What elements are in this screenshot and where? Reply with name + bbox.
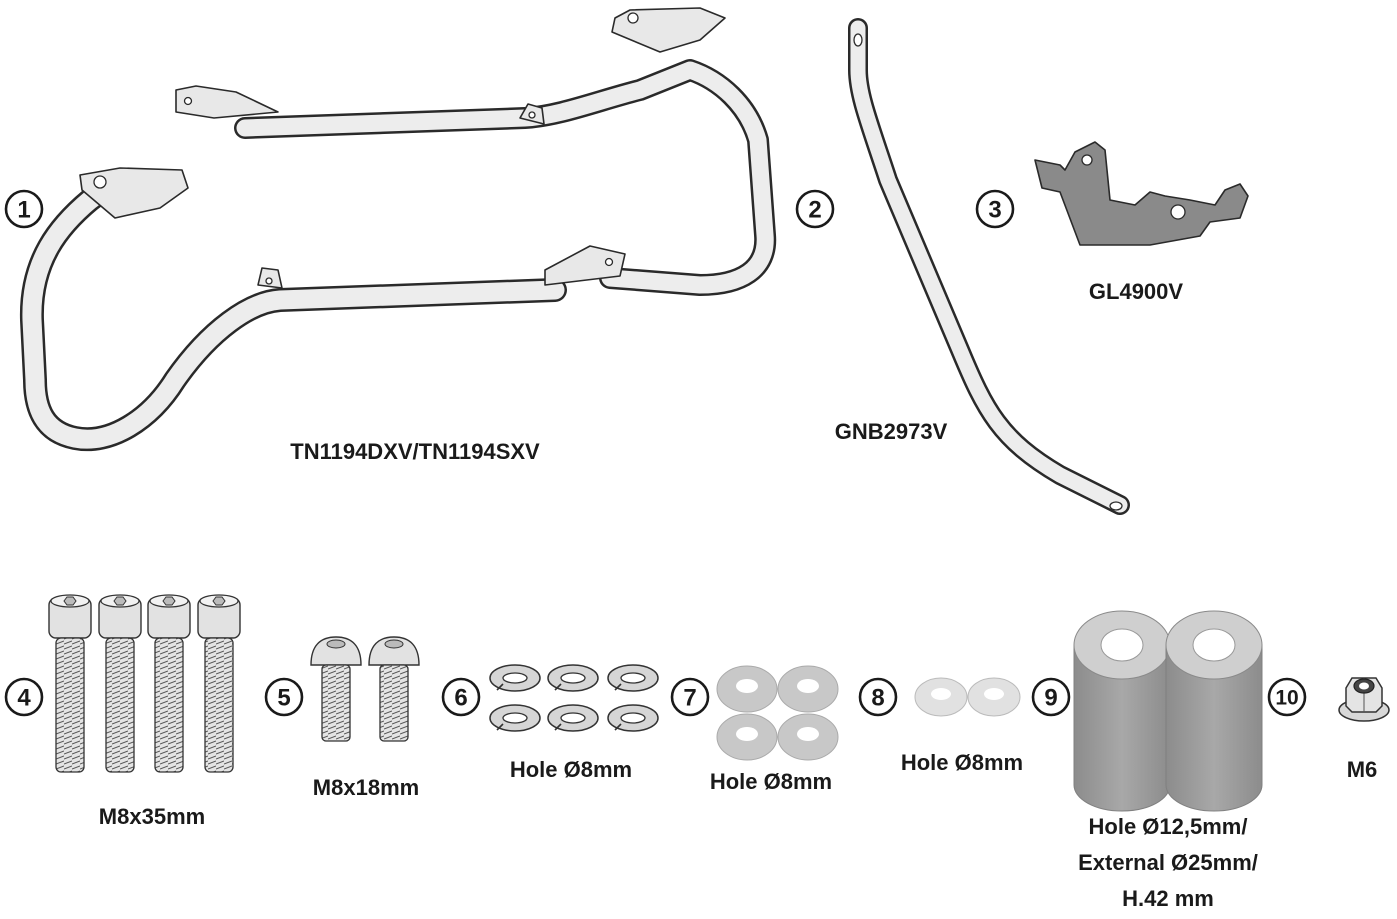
part-label-2: GNB2973V [835, 419, 948, 444]
flat-washer [716, 665, 778, 713]
part-number-badge-8: 8 [858, 677, 898, 717]
screw-m8x18-2 [368, 636, 420, 742]
part-number-badge-9: 9 [1031, 677, 1071, 717]
flat-washer [716, 713, 778, 761]
part-label-6: Hole Ø8mm [510, 757, 632, 782]
flat-washer-icon [716, 665, 839, 761]
lock-washer [489, 704, 541, 732]
svg-text:5: 5 [277, 685, 290, 712]
spacer [1073, 610, 1171, 812]
lock-washer [547, 664, 599, 692]
svg-text:10: 10 [1275, 687, 1298, 710]
screw-m8x35-2 [98, 594, 142, 773]
flange-nut-icon [1338, 677, 1390, 722]
lock-washer [547, 704, 599, 732]
flat-washer [777, 665, 839, 713]
lock-washer [489, 664, 541, 692]
part-number-badge-4: 4 [4, 677, 44, 717]
part-number-badge-7: 7 [670, 677, 710, 717]
screw-m8x35-4 [197, 594, 241, 773]
part-number-badge-3: 3 [975, 189, 1015, 229]
side-frame-rear [175, 7, 777, 296]
part-label-7: Hole Ø8mm [710, 769, 832, 794]
thin-washer-icon [914, 677, 1021, 717]
part-label-9-line-3: H.42 mm [1122, 886, 1214, 911]
svg-text:7: 7 [683, 685, 696, 712]
part-label-3: GL4900V [1089, 279, 1183, 304]
split-lock-washer-icon [489, 664, 659, 732]
svg-text:1: 1 [17, 197, 30, 224]
part-label-9-line-2: External Ø25mm/ [1078, 850, 1258, 875]
part-number-badge-10: 10 [1267, 677, 1307, 717]
svg-text:8: 8 [871, 685, 884, 712]
screw-m8x18-1 [310, 636, 362, 742]
part-label-10: M6 [1347, 757, 1378, 782]
svg-text:6: 6 [454, 685, 467, 712]
part-number-badge-1: 1 [4, 189, 44, 229]
spacer [1165, 610, 1263, 812]
part-label-8: Hole Ø8mm [901, 750, 1023, 775]
lock-washer [607, 664, 659, 692]
svg-text:9: 9 [1044, 685, 1057, 712]
part-number-badge-5: 5 [264, 677, 304, 717]
button-head-screw-icon [310, 636, 420, 742]
support-bar-icon [848, 18, 1130, 515]
thin-washer [967, 677, 1021, 717]
flat-washer [777, 713, 839, 761]
svg-text:2: 2 [808, 197, 821, 224]
socket-cap-screw-icon [48, 594, 241, 773]
part-label-4: M8x35mm [99, 804, 205, 829]
bracket-plate-icon [1034, 141, 1249, 246]
lock-washer [607, 704, 659, 732]
svg-text:4: 4 [17, 685, 31, 712]
screw-m8x35-1 [48, 594, 92, 773]
side-frame-front [19, 167, 626, 452]
thin-washer [914, 677, 968, 717]
side-frame-pair-icon [19, 7, 777, 452]
screw-m8x35-3 [147, 594, 191, 773]
part-label-9-line-1: Hole Ø12,5mm/ [1089, 814, 1248, 839]
svg-text:3: 3 [988, 197, 1001, 224]
spacer-icon [1073, 610, 1263, 812]
part-label-5: M8x18mm [313, 775, 419, 800]
part-number-badge-2: 2 [795, 189, 835, 229]
part-label-1: TN1194DXV/TN1194SXV [290, 439, 540, 464]
part-number-badge-6: 6 [441, 677, 481, 717]
